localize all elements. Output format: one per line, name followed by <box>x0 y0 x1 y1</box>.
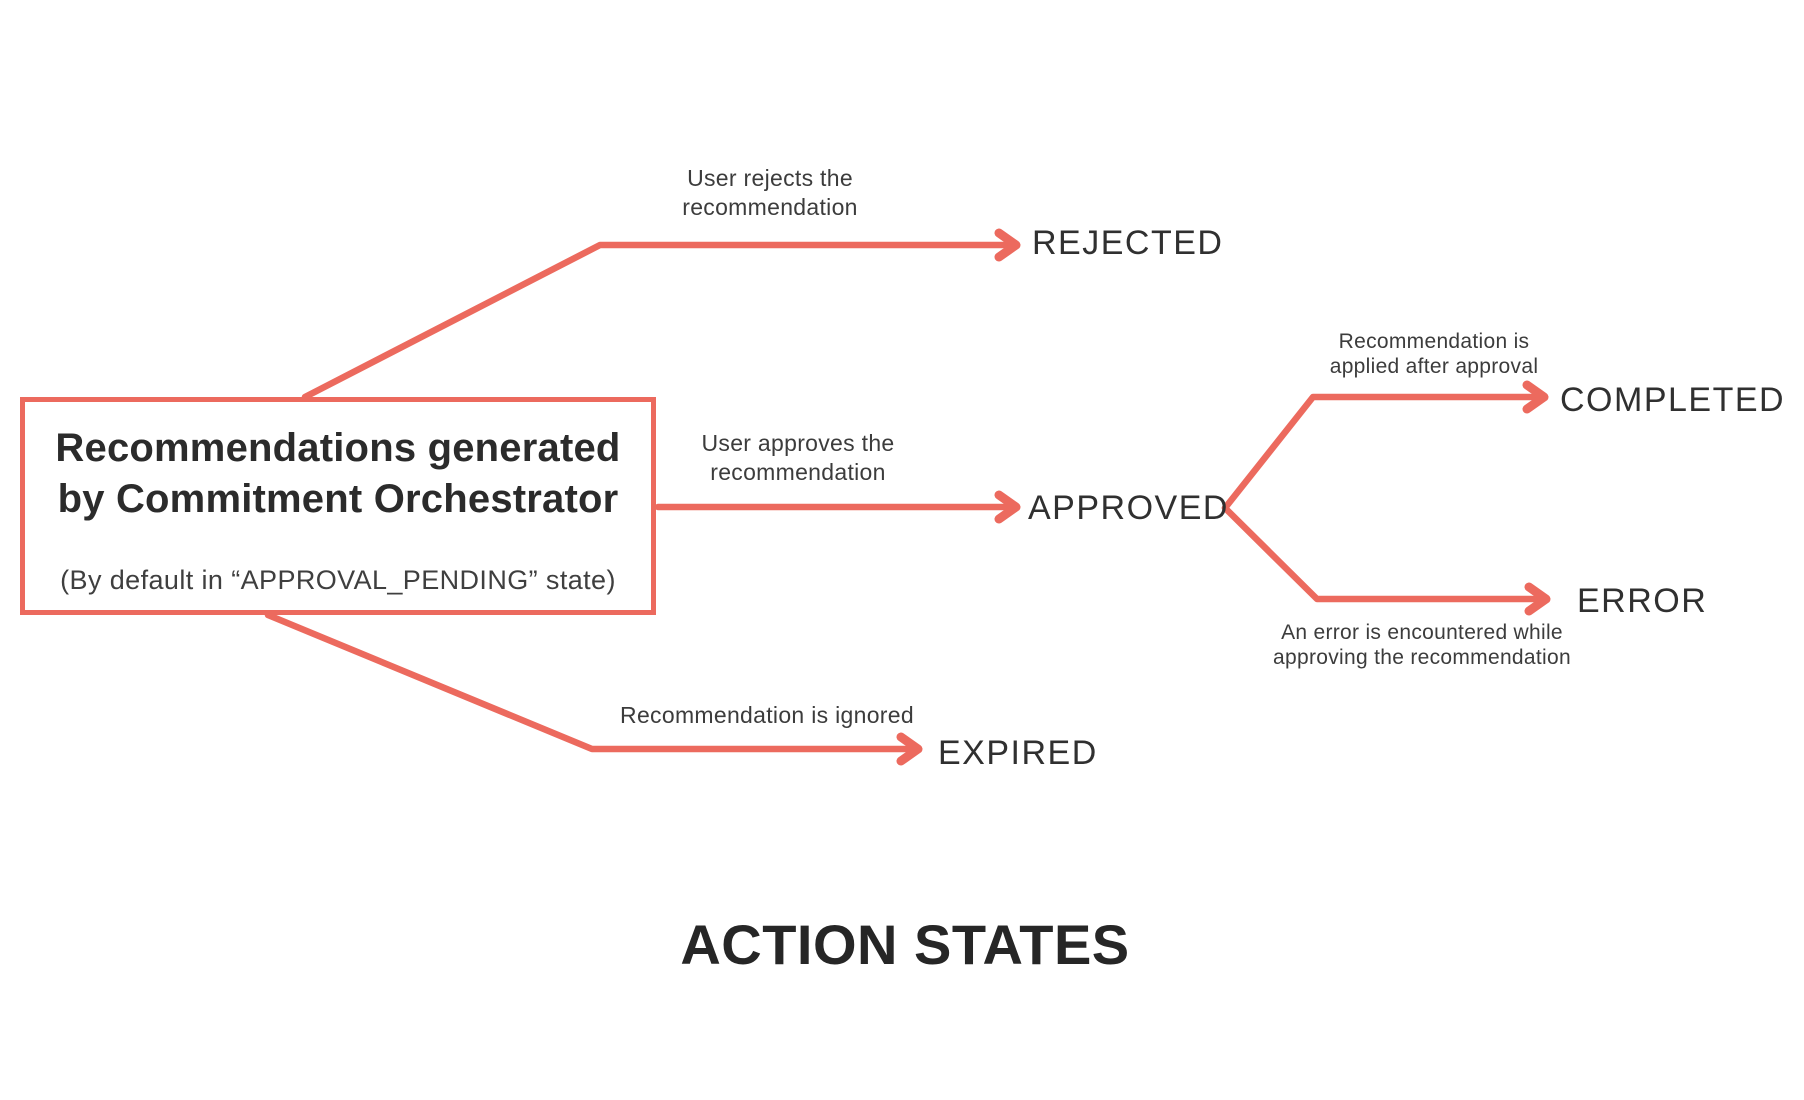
diagram-title: ACTION STATES <box>680 913 1130 976</box>
caption-to-completed: Recommendation is applied after approval <box>1330 329 1539 379</box>
caption-to-approved: User approves the recommendation <box>701 429 894 487</box>
caption-to-completed-line1: Recommendation is <box>1338 330 1530 353</box>
caption-to-error-line1: An error is encountered while <box>1281 621 1563 644</box>
caption-to-approved-line1: User approves the <box>701 430 895 456</box>
source-box-title-line1: Recommendations generated <box>55 426 621 470</box>
caption-to-rejected-line2: recommendation <box>682 194 858 220</box>
caption-to-error-line2: approving the recommendation <box>1273 646 1571 669</box>
state-rejected: REJECTED <box>1032 224 1224 262</box>
state-expired: EXPIRED <box>938 734 1098 772</box>
state-approved: APPROVED <box>1028 489 1229 527</box>
edge-approved-to-completed <box>1221 380 1549 512</box>
source-box-title: Recommendations generated by Commitment … <box>25 423 651 525</box>
source-box-title-line2: by Commitment Orchestrator <box>57 477 619 521</box>
caption-to-expired-line1: Recommendation is ignored <box>620 702 914 728</box>
edge-pending-to-approved <box>654 490 1021 524</box>
edge-approved-to-error <box>1221 504 1551 616</box>
source-box-subtitle: (By default in “APPROVAL_PENDING” state) <box>60 565 616 595</box>
arrowhead-error-icon <box>1524 582 1551 616</box>
edge-pending-to-rejected <box>301 228 1021 401</box>
caption-to-completed-line2: applied after approval <box>1329 355 1539 378</box>
edge-pending-to-expired <box>264 611 923 766</box>
state-error: ERROR <box>1577 582 1708 620</box>
source-state-box: Recommendations generated by Commitment … <box>20 397 656 615</box>
arrowhead-approved-icon <box>994 490 1021 524</box>
caption-to-expired: Recommendation is ignored <box>620 701 914 730</box>
caption-to-approved-line2: recommendation <box>710 459 886 485</box>
caption-to-error: An error is encountered while approving … <box>1273 620 1571 670</box>
arrowhead-rejected-icon <box>994 228 1021 262</box>
caption-to-rejected-line1: User rejects the <box>687 165 853 191</box>
state-completed: COMPLETED <box>1560 381 1786 419</box>
caption-to-rejected: User rejects the recommendation <box>682 164 858 222</box>
arrowhead-completed-icon <box>1522 380 1549 414</box>
arrowhead-expired-icon <box>896 732 923 766</box>
